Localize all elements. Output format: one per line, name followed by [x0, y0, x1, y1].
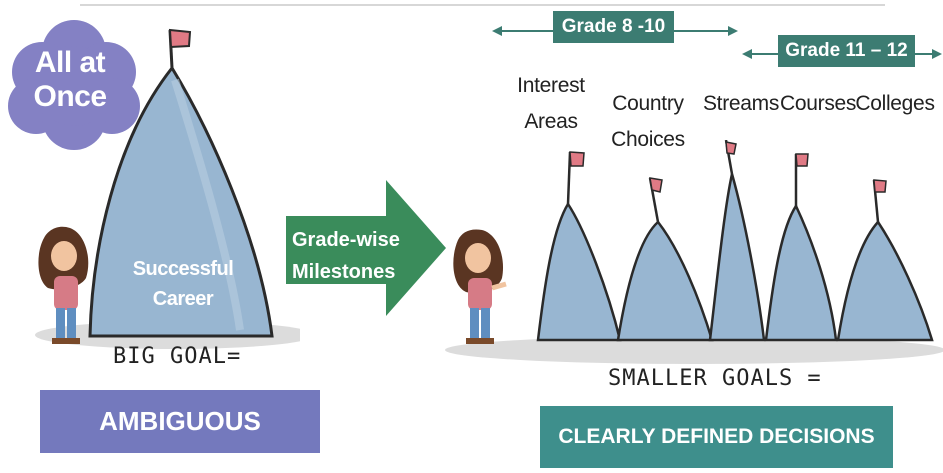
cloud-line-1: All at	[34, 46, 106, 79]
milestone-label-courses: Courses	[780, 92, 857, 115]
mountain-icon	[708, 173, 766, 342]
country-line-2: Choices	[611, 128, 685, 151]
person-illustration	[38, 226, 89, 344]
arrow-line-1: Grade-wise	[292, 229, 400, 251]
big-mountain-label: Successful Career	[118, 254, 248, 314]
big-mountain-line-2: Career	[152, 288, 214, 310]
flag-icon	[872, 179, 887, 223]
top-divider	[80, 4, 885, 6]
mountain-icon	[536, 201, 622, 342]
flag-icon	[794, 153, 809, 206]
big-goal-text: BIG GOAL=	[113, 344, 242, 369]
interest-line-2: Areas	[524, 110, 578, 133]
flag-icon	[566, 151, 585, 205]
mountain-icon	[764, 203, 838, 342]
flag-icon	[648, 177, 663, 223]
grade-8-10-box: Grade 8 -10	[553, 11, 674, 43]
ambiguous-banner: AMBIGUOUS	[40, 390, 320, 453]
mountain-icon	[616, 220, 714, 342]
smaller-goals-text: SMALLER GOALS =	[608, 366, 822, 391]
arrow-line-2: Milestones	[292, 261, 396, 283]
milestone-label-streams: Streams	[702, 92, 780, 115]
cloud-line-2: Once	[33, 80, 107, 113]
milestone-label-interest: Interest Areas	[506, 68, 596, 140]
grade-11-12-box: Grade 11 – 12	[778, 35, 915, 67]
clearly-defined-banner: CLEARLY DEFINED DECISIONS	[540, 406, 893, 468]
right-arrow	[286, 180, 446, 316]
person-illustration	[453, 229, 507, 344]
big-mountain-line-1: Successful	[132, 258, 234, 280]
milestone-label-country: Country Choices	[600, 86, 696, 158]
mountain-icon	[836, 219, 934, 342]
arrow-label: Grade-wise Milestones	[292, 224, 422, 288]
milestone-label-colleges: Colleges	[855, 92, 935, 115]
big-mountain-scene	[35, 28, 300, 349]
cloud-shape	[8, 20, 140, 150]
interest-line-1: Interest	[517, 74, 585, 97]
flag-icon	[168, 28, 192, 69]
flag-icon	[724, 140, 737, 175]
cloud-label: All at Once	[14, 46, 126, 114]
small-mountains-scene	[445, 140, 943, 364]
ground-shadow	[445, 336, 943, 364]
country-line-1: Country	[612, 92, 684, 115]
